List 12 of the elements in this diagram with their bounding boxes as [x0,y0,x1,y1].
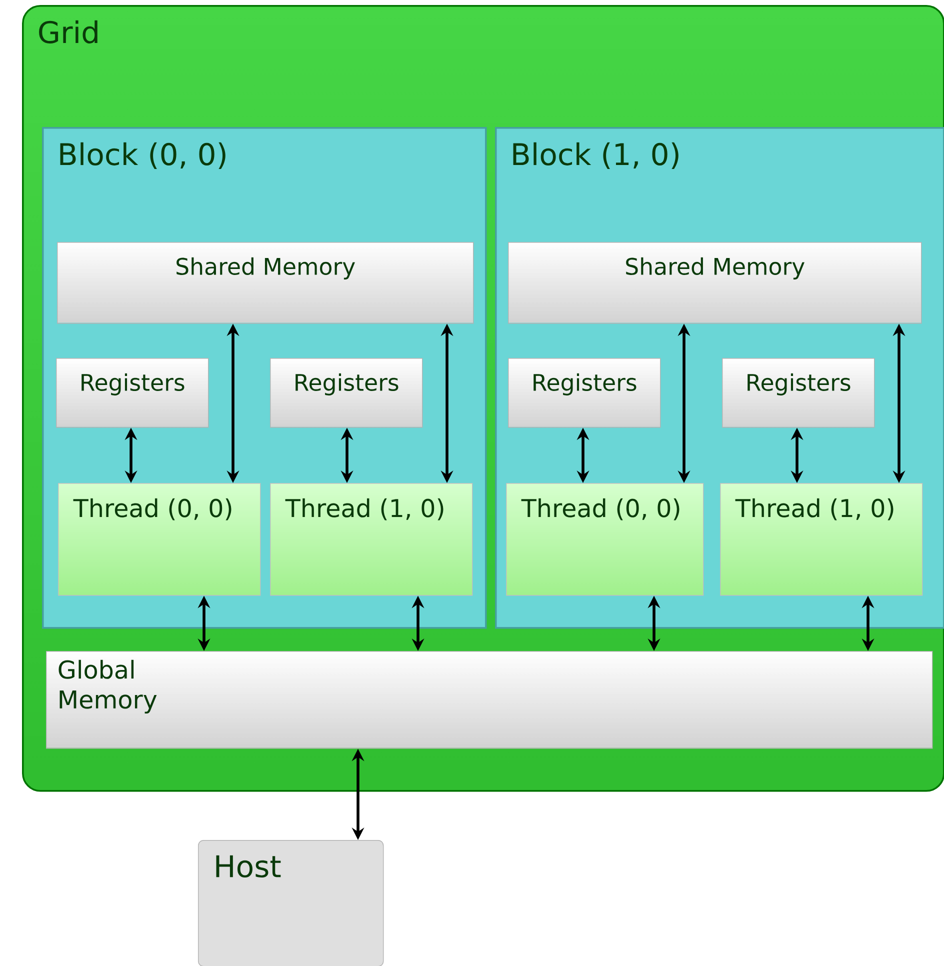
memory-box: Global Memory [46,651,933,749]
thread-box: Thread (0, 0) [506,483,704,596]
thread-box: Thread (0, 0) [58,483,261,596]
thread-box: Thread (1, 0) [720,483,923,596]
register-box: Registers [56,358,209,428]
thread-box: Thread (1, 0) [270,483,473,596]
host-box: Host [198,840,384,966]
memory-box: Shared Memory [508,242,922,324]
register-box: Registers [508,358,661,428]
register-box: Registers [270,358,423,428]
memory-box: Shared Memory [57,242,474,324]
register-box: Registers [722,358,875,428]
